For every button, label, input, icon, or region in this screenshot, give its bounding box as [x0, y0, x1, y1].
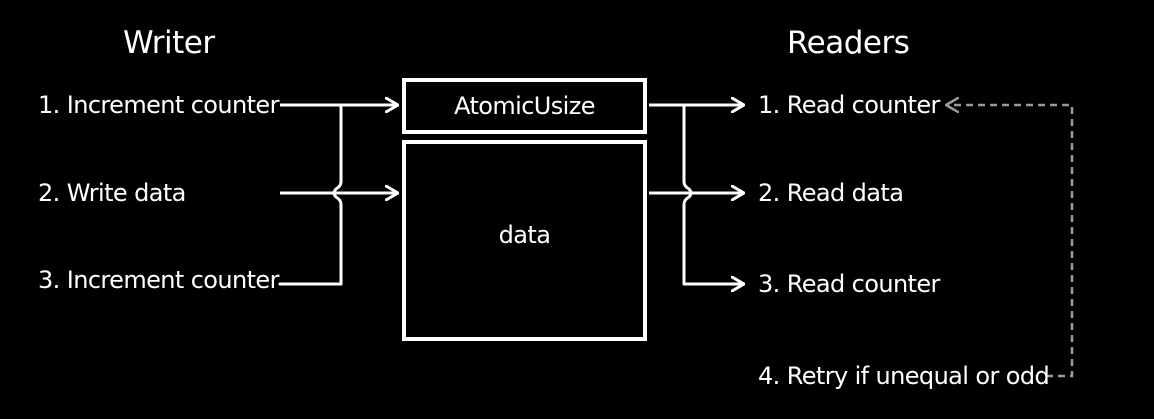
writer-bus: [332, 103, 343, 286]
data-box: [402, 140, 647, 341]
retry-loop-line: [946, 105, 1074, 378]
data-label: data: [498, 221, 551, 249]
writer-connectors: [278, 103, 398, 286]
atomic-usize-box: [402, 78, 647, 134]
writer-step-3: 3. Increment counter: [38, 266, 279, 294]
reader-bus: [682, 103, 693, 286]
atomic-usize-label: AtomicUsize: [454, 92, 595, 120]
reader-step-4: 4. Retry if unequal or odd: [758, 362, 1050, 390]
reader-connectors: [649, 103, 1074, 378]
reader-step-1: 1. Read counter: [758, 91, 940, 119]
reader-step-2: 2. Read data: [758, 179, 904, 207]
reader-step-3: 3. Read counter: [758, 270, 940, 298]
writer-step-2: 2. Write data: [38, 179, 186, 207]
writer-heading: Writer: [123, 25, 215, 61]
readers-heading: Readers: [787, 25, 910, 61]
shared-structure: [402, 78, 647, 341]
writer-step-1: 1. Increment counter: [38, 91, 279, 119]
